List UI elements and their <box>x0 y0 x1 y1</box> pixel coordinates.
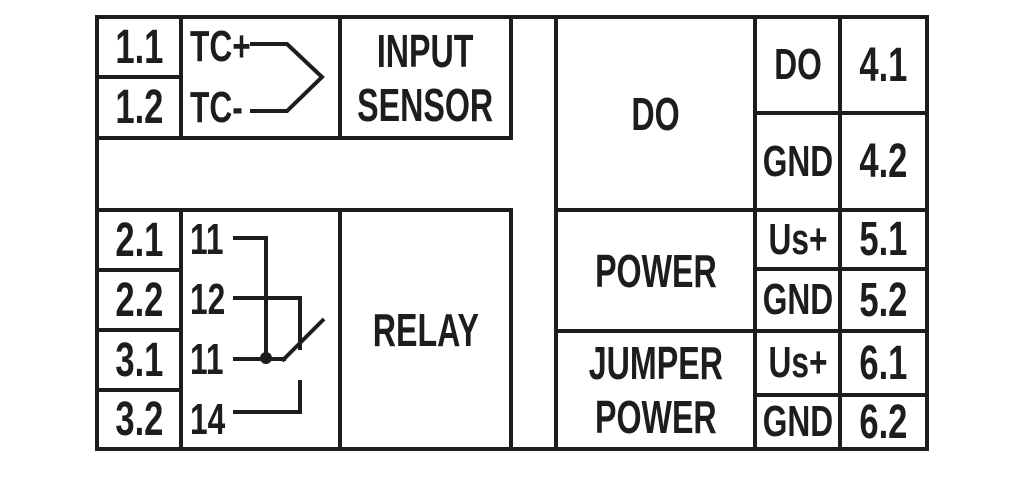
divider-line <box>554 329 929 333</box>
terminal-cell-6-2: 6.2 <box>859 395 908 449</box>
divider-line <box>753 267 929 271</box>
divider-line <box>509 15 513 140</box>
thermocouple-icon <box>250 42 325 113</box>
signal-cell-do: DO <box>773 40 822 89</box>
signal-cell-gnd-4: GND <box>762 136 833 186</box>
contact-label-12: 12 <box>190 275 226 324</box>
relay-changeover-contact-icon <box>233 236 326 414</box>
terminal-cell-5-1: 5.1 <box>859 213 908 266</box>
divider-line <box>95 208 513 212</box>
relay-wire-14 <box>233 380 302 414</box>
frame-left-line <box>95 15 99 451</box>
divider-line <box>554 208 929 212</box>
terminal-cell-3-1: 3.1 <box>114 333 164 387</box>
thermocouple-junction-shape <box>250 42 325 113</box>
divider-line <box>95 388 183 392</box>
divider-line <box>95 328 183 332</box>
divider-line <box>753 15 757 451</box>
divider-line <box>509 208 513 451</box>
terminal-cell-5-2: 5.2 <box>859 273 908 327</box>
terminal-cell-2-2: 2.2 <box>114 273 164 327</box>
signal-cell-gnd-6: GND <box>762 397 833 446</box>
divider-line <box>753 111 929 115</box>
terminal-cell-4-1: 4.1 <box>859 38 908 92</box>
divider-line <box>838 15 842 451</box>
signal-label-tc-plus: TC+ <box>190 22 251 71</box>
contact-label-11-nc-top: 11 <box>190 215 224 264</box>
terminal-cell-4-2: 4.2 <box>859 135 908 188</box>
terminal-cell-1-2: 1.2 <box>114 81 164 134</box>
terminal-cell-2-1: 2.1 <box>114 213 164 267</box>
divider-line <box>338 15 342 140</box>
contact-label-11-common: 11 <box>190 335 224 384</box>
contact-label-14: 14 <box>190 394 226 444</box>
junction-dot-icon <box>260 352 272 364</box>
do-box: DO <box>631 87 680 140</box>
divider-line <box>95 136 513 140</box>
divider-line <box>753 393 929 397</box>
terminal-cell-6-1: 6.1 <box>859 336 908 390</box>
signal-cell-gnd-5: GND <box>762 275 833 324</box>
relay-wire-11-top <box>233 236 268 358</box>
signal-cell-us-5: Us+ <box>768 214 828 264</box>
signal-cell-us-6: Us+ <box>768 338 828 387</box>
relay-wire-12 <box>233 296 302 350</box>
divider-line <box>95 75 183 79</box>
divider-line <box>95 268 183 272</box>
relay-box: RELAY <box>372 303 479 356</box>
signal-label-tc-minus: TC- <box>190 82 243 132</box>
divider-line <box>338 208 342 451</box>
power-box: POWER <box>594 244 717 297</box>
divider-line <box>554 15 558 451</box>
relay-moving-contact <box>280 317 326 363</box>
terminal-cell-3-2: 3.2 <box>114 393 164 446</box>
frame-right-line <box>925 15 929 451</box>
terminal-cell-1-1: 1.1 <box>114 20 164 74</box>
